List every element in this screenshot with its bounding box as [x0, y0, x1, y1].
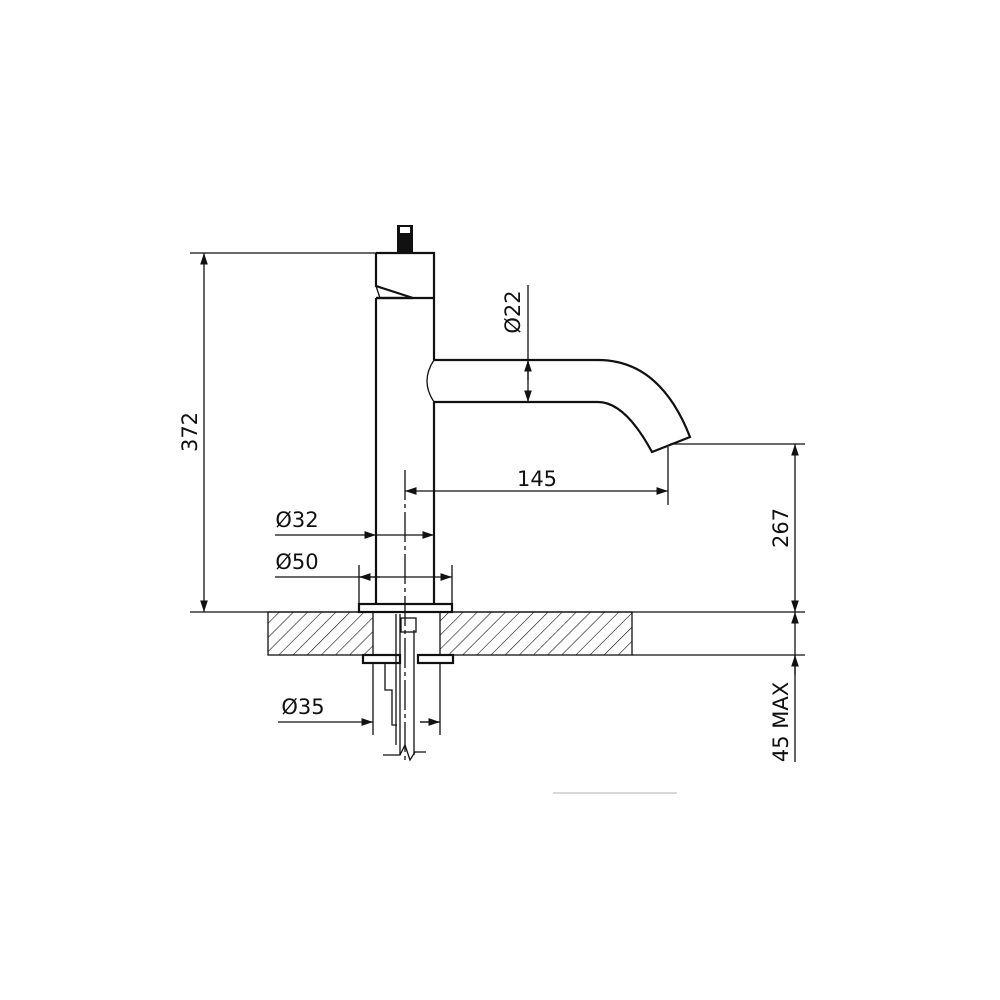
- dim-35-label: Ø35: [281, 695, 324, 719]
- dimension-hole-diameter: Ø35: [278, 663, 441, 735]
- handle-cap: [374, 251, 436, 300]
- dimension-spout-diameter: Ø22: [501, 285, 532, 402]
- dimension-body-diameter: Ø32: [275, 508, 434, 539]
- dimension-counter-thickness: 45 MAX: [769, 612, 799, 762]
- dim-145-label: 145: [517, 467, 557, 491]
- dimension-spout-height: 267: [670, 443, 805, 612]
- dim-267-label: 267: [769, 508, 793, 548]
- dim-32-label: Ø32: [275, 508, 318, 532]
- dimension-spout-reach: 145: [404, 447, 669, 760]
- dim-45max-label: 45 MAX: [769, 682, 793, 762]
- body-tube: [374, 298, 436, 604]
- dimension-total-height: 372: [178, 252, 376, 612]
- dimension-base-diameter: Ø50: [275, 550, 453, 604]
- faucet-body: [357, 225, 692, 614]
- mounting-fittings: [361, 614, 455, 762]
- dim-50-label: Ø50: [275, 550, 318, 574]
- spout: [434, 358, 692, 454]
- countertop: [190, 611, 805, 656]
- dim-22-label: Ø22: [501, 290, 525, 333]
- dim-372-label: 372: [178, 412, 202, 452]
